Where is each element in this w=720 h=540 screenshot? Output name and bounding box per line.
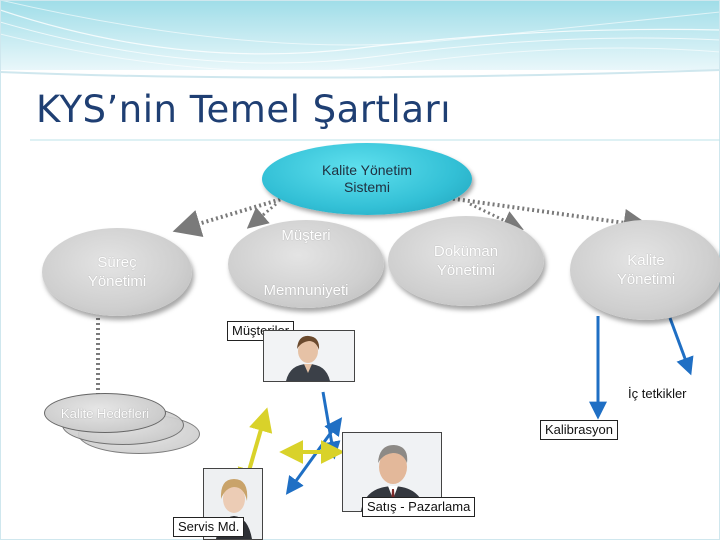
node-label-line2: Yönetimi: [436, 262, 496, 279]
label-ic-tetkikler: İç tetkikler: [628, 386, 687, 401]
node-kalite-yonetimi[interactable]: Kalite Yönetimi: [570, 220, 720, 320]
node-label-line1: Müşteri: [281, 227, 331, 244]
node-label-line2: Memnuniyeti: [263, 282, 349, 299]
node-label-line1: Kalite Yönetim: [321, 162, 412, 178]
arrow-to-ic-tetkikler: [668, 317, 694, 376]
customer-photo: [263, 330, 355, 382]
kalite-hedefleri-label: Kalite Hedefleri: [60, 405, 150, 421]
connector-to-surec: [172, 196, 286, 237]
label-satis-pazarlama: Satış - Pazarlama: [362, 497, 476, 517]
node-musteri-memnuniyeti[interactable]: Müşteri Memnuniyeti: [228, 220, 384, 308]
node-label-line2: Yönetimi: [87, 273, 147, 290]
label-servis-md: Servis Md.: [173, 517, 245, 537]
node-label-line2: Sistemi: [344, 179, 390, 195]
node-surec-yonetimi[interactable]: Süreç Yönetimi: [42, 228, 192, 316]
connector-to-musteri: [246, 202, 277, 229]
node-label-line1: Süreç: [97, 254, 137, 271]
node-dokuman-yonetimi[interactable]: Doküman Yönetimi: [388, 216, 544, 306]
node-kalite-yonetim-sistemi[interactable]: Kalite Yönetim Sistemi: [262, 143, 472, 215]
arrow-musteriler-satis: [321, 391, 341, 460]
slide-title: KYS’nin Temel Şartları: [36, 88, 451, 131]
node-label-line1: Doküman: [433, 243, 499, 260]
arrow-musteriler-servis: [285, 417, 343, 495]
label-kalibrasyon: Kalibrasyon: [540, 420, 618, 440]
kalite-hedefleri-node[interactable]: Kalite Hedefleri: [44, 393, 166, 433]
connector-to-kalite: [447, 196, 652, 237]
node-label-line1: Kalite: [627, 252, 665, 269]
node-label-line2: Yönetimi: [616, 271, 676, 288]
